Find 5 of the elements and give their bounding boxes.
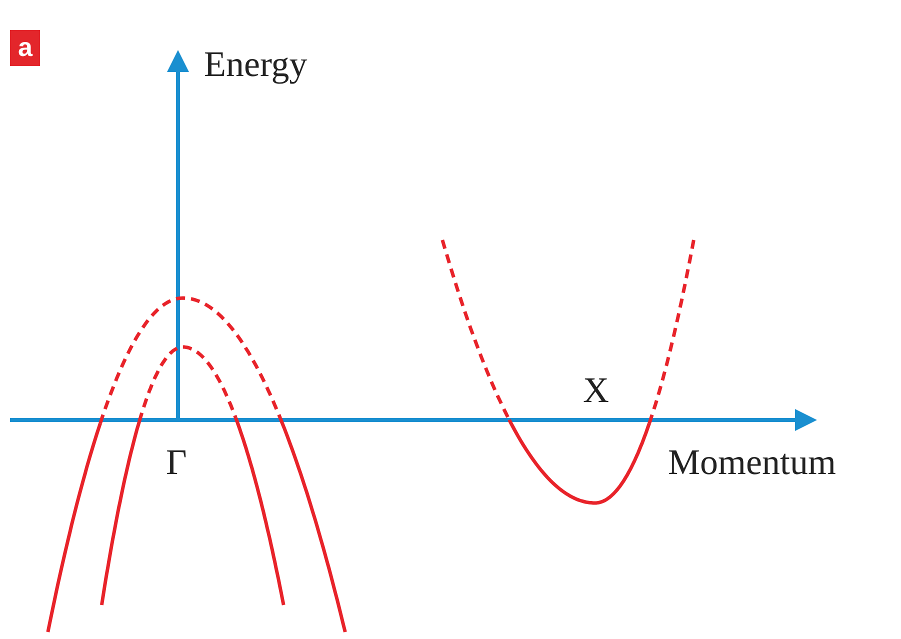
point-label: Γ (166, 444, 187, 480)
panel-label: a (10, 30, 40, 66)
axis-label: Energy (204, 46, 308, 82)
axis-label: Momentum (668, 444, 836, 480)
point-label: X (583, 372, 609, 408)
